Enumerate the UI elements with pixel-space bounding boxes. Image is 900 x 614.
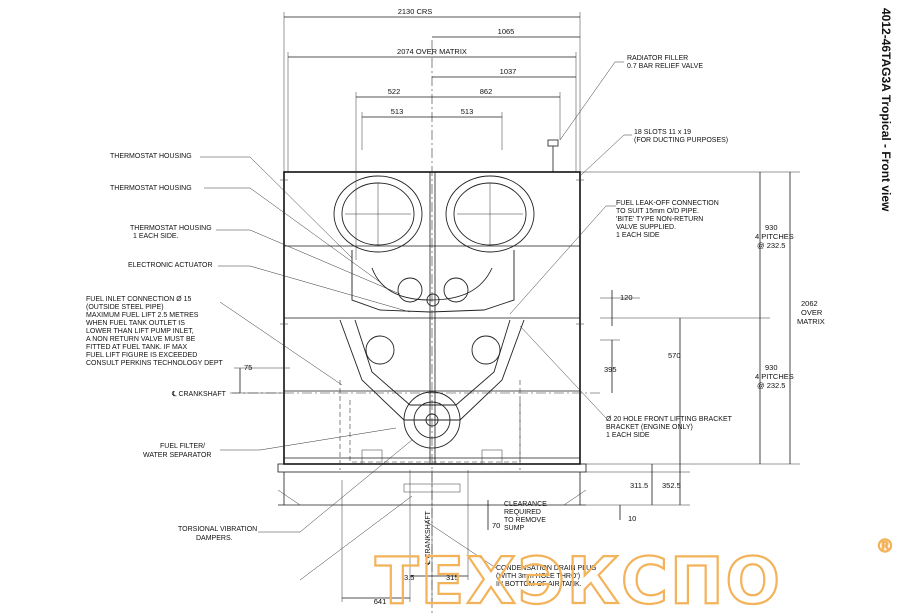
clearance-line: CLEARANCE [504, 501, 547, 508]
fuel-inlet-line: (OUTSIDE STEEL PIPE) [86, 304, 164, 311]
dim-311-5: 311.5 [630, 481, 648, 490]
right-callouts: RADIATOR FILLER 0.7 BAR RELIEF VALVE 18 … [423, 55, 733, 588]
dim-75: 75 [244, 363, 252, 372]
label-thermostat-housing-1: THERMOSTAT HOUSING [110, 153, 192, 160]
dim-862: 862 [480, 87, 493, 96]
label-condensation-drain: CONDENSATION DRAIN PLUG (WITH 3mm HOLE T… [496, 565, 597, 588]
label-fuel-inlet: FUEL INLET CONNECTION Ø 15 (OUTSIDE STEE… [86, 296, 224, 367]
dim-1065: 1065 [498, 27, 515, 36]
fuel-inlet-line: FITTED AT FUEL TANK. IF MAX [86, 344, 187, 351]
dim-10: 10 [628, 514, 636, 523]
label-thermostat-housing-2: THERMOSTAT HOUSING [110, 185, 192, 192]
lifting-line: BRACKET (ENGINE ONLY) [606, 424, 693, 431]
label-dampers: DAMPERS. [196, 535, 233, 542]
watermark-registered: ® [876, 536, 894, 557]
left-callouts: THERMOSTAT HOUSING THERMOSTAT HOUSING TH… [86, 153, 413, 581]
center-lines [230, 40, 600, 614]
fuel-leak-line: VALVE SUPPLIED. [616, 224, 676, 231]
fuel-inlet-line: A NON RETURN VALVE MUST BE [86, 336, 196, 343]
label-fuel-filter: FUEL FILTER/ [160, 443, 205, 450]
dim-395: 395 [604, 365, 617, 374]
label-relief-valve: 0.7 BAR RELIEF VALVE [627, 63, 703, 70]
dim-930-lower-pitches: 4 PITCHES [755, 372, 794, 381]
dim-522: 522 [388, 87, 401, 96]
dim-3-5: 3.5 [404, 573, 414, 582]
clearance-line: TO REMOVE [504, 517, 546, 524]
lifting-line: Ø 20 HOLE FRONT LIFTING BRACKET [606, 416, 733, 423]
dim-1037: 1037 [500, 67, 517, 76]
dim-930-upper-pitches: 4 PITCHES [755, 232, 794, 241]
dim-315: 315 [446, 573, 459, 582]
label-thermostat-housing-3-each: 1 EACH SIDE. [133, 233, 179, 240]
fuel-leak-line: 1 EACH SIDE [616, 232, 660, 239]
dim-513-right: 513 [461, 107, 474, 116]
dim-930-upper-spacing: @ 232.5 [757, 241, 785, 250]
dim-2074: 2074 OVER MATRIX [397, 47, 467, 56]
fuel-leak-line: TO SUIT 15mm O/D PIPE. [616, 208, 699, 215]
condensation-line: (WITH 3mm HOLE THRO') [496, 573, 580, 580]
watermark-logo: ТЕХЭКСПО ® [374, 535, 895, 614]
fuel-inlet-line: FUEL INLET CONNECTION Ø 15 [86, 296, 192, 303]
fuel-leak-line: 'BITE' TYPE NON-RETURN [616, 216, 703, 223]
label-thermostat-housing-3: THERMOSTAT HOUSING [130, 225, 212, 232]
label-crankshaft-vertical: ℄ CRANKSHAFT [425, 510, 432, 566]
lifting-line: 1 EACH SIDE [606, 432, 650, 439]
fuel-inlet-line: CONSULT PERKINS TECHNOLOGY DEPT [86, 360, 224, 367]
label-clearance: CLEARANCE REQUIRED TO REMOVE SUMP [504, 501, 547, 532]
label-electronic-actuator: ELECTRONIC ACTUATOR [128, 262, 213, 269]
dim-930-lower: 930 [765, 363, 778, 372]
label-torsional-vibration: TORSIONAL VIBRATION [178, 526, 257, 533]
watermark-text: ТЕХЭКСПО [375, 545, 782, 614]
clearance-line: REQUIRED [504, 509, 541, 516]
dim-2130: 2130 CRS [398, 7, 433, 16]
label-water-separator: WATER SEPARATOR [143, 452, 211, 459]
label-lifting-bracket: Ø 20 HOLE FRONT LIFTING BRACKET BRACKET … [606, 416, 733, 439]
label-slots: 18 SLOTS 11 x 19 [634, 129, 691, 136]
fuel-inlet-line: LOWER THAN LIFT PUMP INLET, [86, 328, 194, 335]
clearance-line: SUMP [504, 525, 525, 532]
dim-930-upper: 930 [765, 223, 778, 232]
dim-641: 641 [374, 597, 387, 606]
dim-2062-over: OVER [801, 308, 823, 317]
left-bottom-dimensions: 75 641 3.5 315 70 [234, 363, 500, 606]
dim-352-5: 352.5 [662, 481, 681, 490]
dim-2062: 2062 [801, 299, 818, 308]
fuel-leak-line: FUEL LEAK-OFF CONNECTION [616, 200, 719, 207]
label-fuel-leak-off: FUEL LEAK-OFF CONNECTION TO SUIT 15mm O/… [616, 200, 719, 239]
fuel-inlet-line: WHEN FUEL TANK OUTLET IS [86, 320, 185, 327]
label-radiator-filler: RADIATOR FILLER [627, 55, 688, 62]
dim-930-lower-spacing: @ 232.5 [757, 381, 785, 390]
condensation-line: IN BOTTOM OF AIR TANK. [496, 581, 582, 588]
dim-70: 70 [492, 521, 500, 530]
dim-120: 120 [620, 293, 633, 302]
label-slots-purpose: (FOR DUCTING PURPOSES) [634, 137, 728, 144]
dim-570: 570 [668, 351, 681, 360]
dim-513-left: 513 [391, 107, 404, 116]
dim-2062-matrix: MATRIX [797, 317, 825, 326]
engine-outline [333, 175, 535, 493]
drawing-title: 4012-46TAG3A Tropical - Front view [879, 8, 893, 212]
top-dimensions: 2130 CRS 1065 2074 OVER MATRIX 1037 522 … [283, 7, 581, 260]
condensation-line: CONDENSATION DRAIN PLUG [496, 565, 597, 572]
fuel-inlet-line: FUEL LIFT FIGURE IS EXCEEDED [86, 352, 197, 359]
label-crankshaft: ℄ CRANKSHAFT [171, 391, 227, 398]
right-dimensions: 930 4 PITCHES @ 232.5 2062 OVER MATRIX 1… [580, 171, 825, 523]
fuel-inlet-line: MAXIMUM FUEL LIFT 2.5 METRES [86, 312, 199, 319]
